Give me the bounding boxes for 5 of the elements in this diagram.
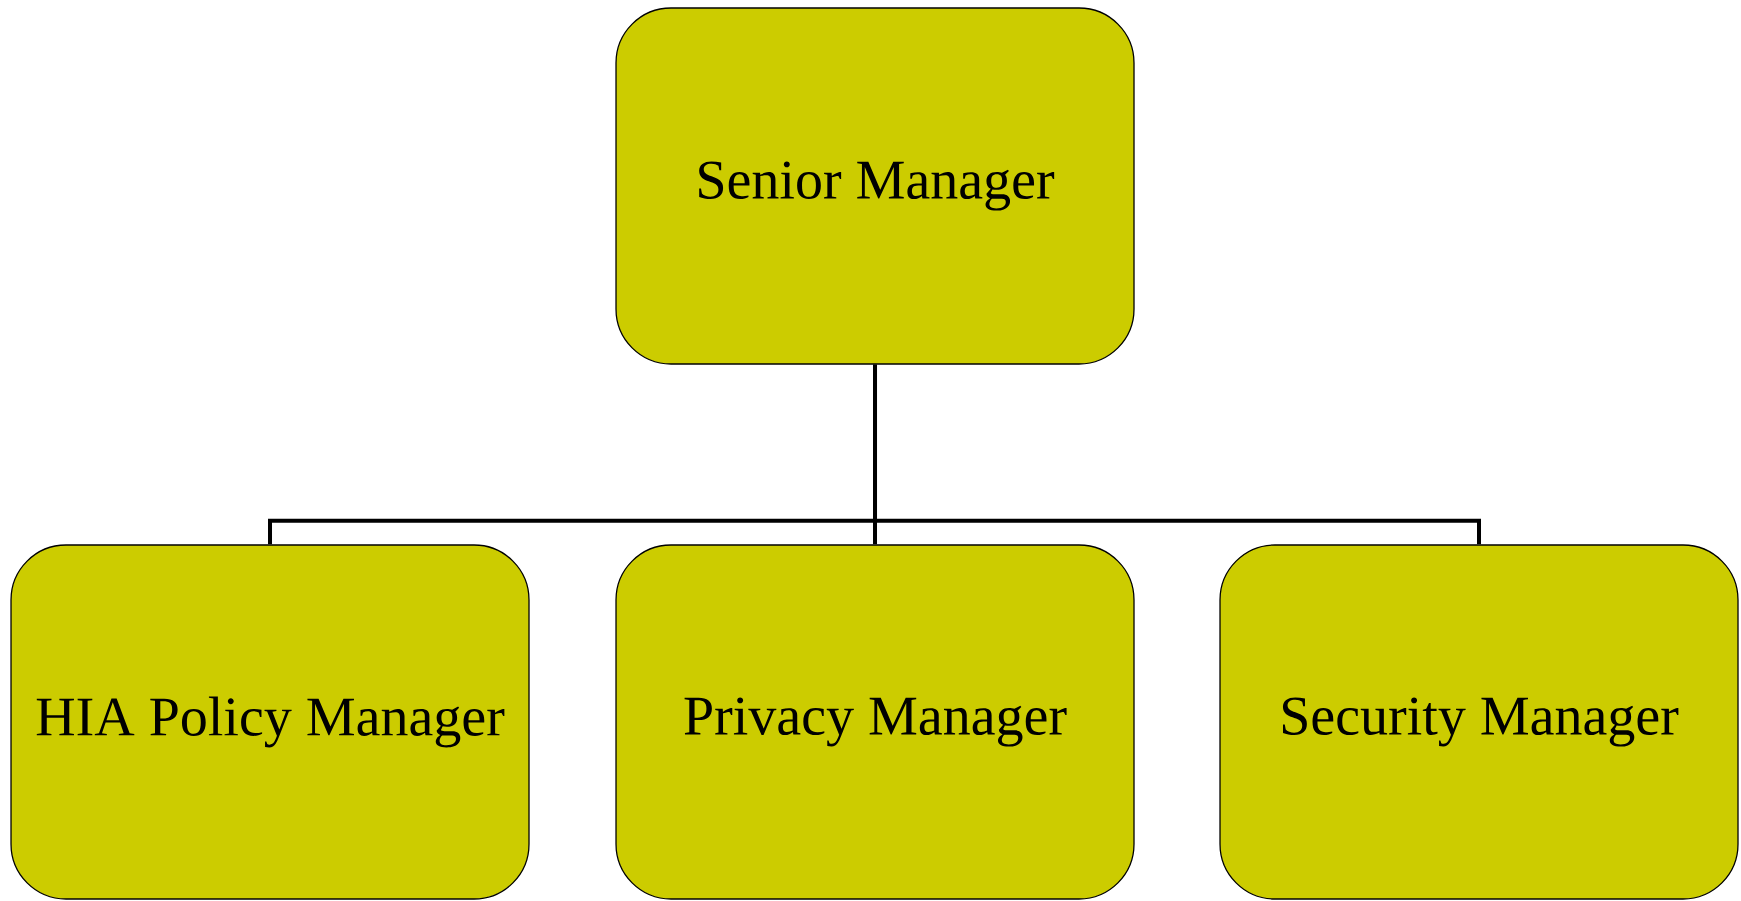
org-box: Privacy Manager bbox=[615, 544, 1135, 900]
org-box: Senior Manager bbox=[615, 7, 1135, 365]
org-box: Security Manager bbox=[1219, 544, 1739, 900]
connector-line bbox=[873, 364, 1481, 545]
org-box: HIA Policy Manager bbox=[10, 544, 530, 900]
